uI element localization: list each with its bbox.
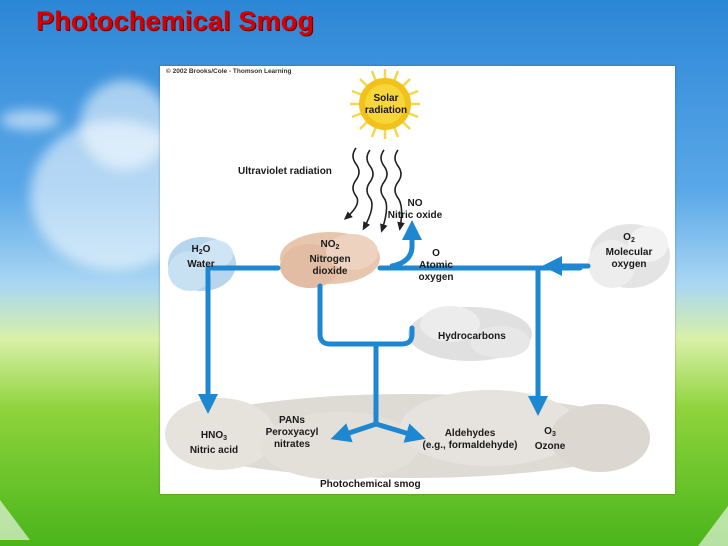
water-cloud [168,237,236,291]
slide-corner-decoration [0,500,30,540]
sun-icon [350,69,420,139]
atomic-oxygen-label: O Atomic oxygen [408,248,464,284]
ozone-formula: O3 [544,426,556,438]
hydrocarbons-label: Hydrocarbons [438,331,506,342]
molecular-oxygen-label: O2 Molecular oxygen [596,232,662,271]
nitric-oxide-label: NO Nitric oxide [382,198,448,222]
molecular-oxygen-cloud [588,224,670,288]
ozone-name: Ozone [534,441,566,452]
pans-formula: PANs [279,415,305,426]
solar-radiation-label: Solar radiation [364,93,408,116]
nitrogen-dioxide-label: NO2 Nitrogen dioxide [300,239,360,278]
atomic-oxygen-name: Atomic oxygen [418,260,454,283]
cloud-wisp [0,110,60,130]
molecular-oxygen-name: Molecular oxygen [605,247,653,270]
nitric-acid-name: Nitric acid [189,445,239,456]
ozone-label: O3 Ozone [528,426,572,453]
nitric-acid-formula: HNO3 [200,430,228,442]
aldehydes-name: Aldehydes [444,428,496,439]
copyright-notice: © 2002 Brooks/Cole - Thomson Learning [166,68,292,75]
aldehydes-example: (e.g., formaldehyde) [422,440,518,451]
uv-wave-arrows [343,147,405,233]
nitric-oxide-formula: NO [407,198,423,209]
atomic-oxygen-formula: O [432,248,440,259]
nitric-oxide-name: Nitric oxide [387,210,443,221]
nitrogen-dioxide-name: Nitrogen dioxide [309,254,351,277]
slide-corner-decoration [698,506,728,546]
water-label: H2O Water [178,244,224,271]
water-name: Water [187,259,215,270]
nitrogen-dioxide-cloud [280,232,380,288]
nitrogen-dioxide-formula: NO2 [320,239,340,251]
nitric-acid-label: HNO3 Nitric acid [184,430,244,457]
photochemical-smog-label: Photochemical smog [320,479,421,490]
hydrocarbons-cloud [408,306,532,361]
reaction-arrows [198,220,591,443]
pans-label: PANs Peroxyacyl nitrates [256,415,328,451]
diagram-panel: © 2002 Brooks/Cole - Thomson Learning So… [160,66,675,494]
dandelion-wisp [80,80,170,170]
molecular-oxygen-formula: O2 [623,232,635,244]
ultraviolet-radiation-label: Ultraviolet radiation [238,166,332,177]
diagram-graphic [165,69,670,480]
pans-name: Peroxyacyl nitrates [265,427,319,450]
water-formula: H2O [191,244,211,256]
aldehydes-label: Aldehydes (e.g., formaldehyde) [414,428,526,452]
slide-title: Photochemical Smog [36,6,315,36]
